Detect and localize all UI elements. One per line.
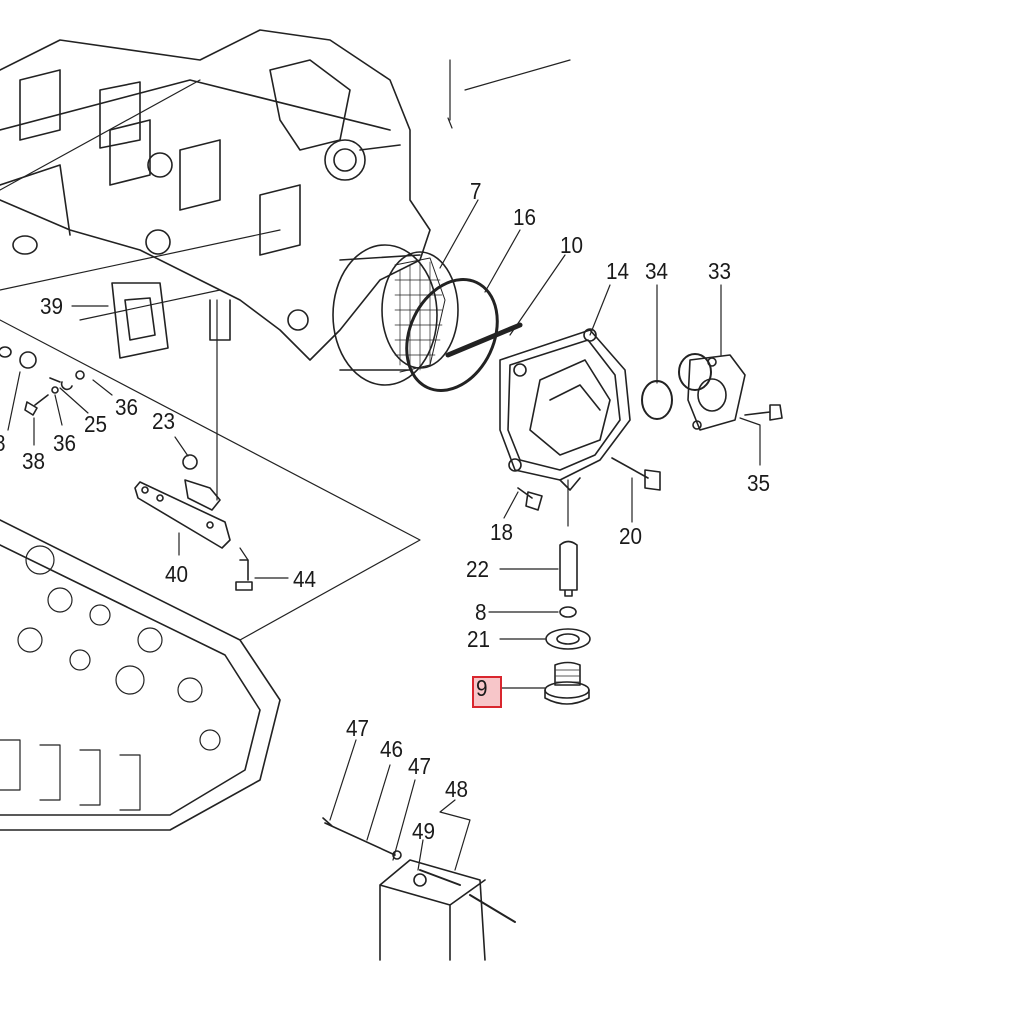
callout-16[interactable]: 16 [513, 204, 537, 230]
callout-10[interactable]: 10 [560, 232, 584, 258]
callout-18[interactable]: 18 [490, 519, 514, 545]
engine-block-drawing [0, 29, 431, 361]
bolt-18 [517, 487, 543, 511]
plug-22 [559, 540, 578, 597]
callout-21[interactable]: 21 [467, 626, 491, 652]
bolt-44 [235, 559, 253, 591]
callout-8-left[interactable]: 8 [0, 432, 6, 455]
bolt-20 [611, 457, 661, 491]
callout-20[interactable]: 20 [619, 523, 643, 549]
callout-23[interactable]: 23 [152, 408, 176, 434]
bracket-40 [134, 479, 231, 549]
washer-8 [559, 606, 577, 618]
callout-35[interactable]: 35 [747, 470, 771, 496]
highlight-box-part-9 [472, 676, 502, 708]
callout-25[interactable]: 25 [84, 411, 108, 437]
gasket-strip-10 [445, 322, 523, 358]
cylinder-head-drawing [0, 519, 281, 831]
gasket-39 [111, 282, 169, 359]
callout-49[interactable]: 49 [412, 818, 436, 844]
callout-22[interactable]: 22 [466, 556, 490, 582]
callout-46[interactable]: 46 [380, 736, 404, 762]
callout-39[interactable]: 39 [40, 293, 64, 319]
bolt-23 [182, 454, 198, 470]
o-ring-16 [405, 278, 499, 392]
bolt-35 [744, 404, 783, 421]
callout-36-right[interactable]: 36 [115, 394, 139, 420]
callout-34[interactable]: 34 [645, 258, 669, 284]
housing-14-drawing [499, 328, 631, 491]
leader-lines [7, 199, 761, 871]
drain-plug-9 [544, 661, 590, 705]
callout-7[interactable]: 7 [470, 178, 482, 204]
o-ring-34 [641, 380, 673, 420]
filter-element-drawing [332, 244, 459, 386]
callout-47-top[interactable]: 47 [346, 715, 370, 741]
tank-drawing [322, 817, 516, 961]
flange-33-drawing [678, 353, 746, 431]
callout-14[interactable]: 14 [606, 258, 630, 284]
small-parts-left [0, 346, 85, 416]
callout-44[interactable]: 44 [293, 566, 317, 592]
callout-9[interactable]: 9 [476, 675, 488, 701]
callout-47-bottom[interactable]: 47 [408, 753, 432, 779]
reference-lines [0, 59, 571, 641]
callout-48[interactable]: 48 [445, 776, 469, 802]
callout-36-left[interactable]: 36 [53, 430, 77, 456]
gasket-21 [545, 628, 591, 650]
callout-8-washer[interactable]: 8 [475, 599, 487, 625]
callout-33[interactable]: 33 [708, 258, 732, 284]
callout-38[interactable]: 38 [22, 448, 46, 474]
callout-40[interactable]: 40 [165, 561, 189, 587]
